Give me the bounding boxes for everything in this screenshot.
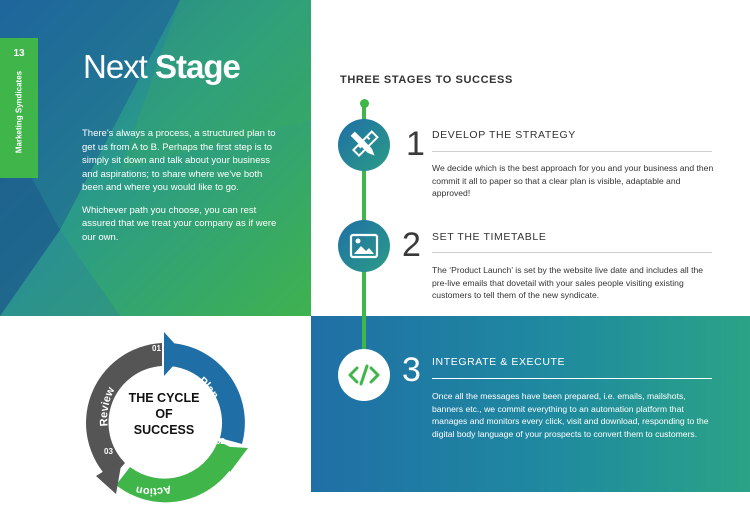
stage-3-number: 3	[402, 351, 421, 389]
page-title: Next Stage	[83, 48, 241, 86]
stage-1-description: We decide which is the best approach for…	[432, 163, 714, 198]
segment-number-02: 02	[216, 437, 225, 446]
cycle-segment-action	[116, 441, 240, 503]
code-icon	[348, 364, 380, 386]
cycle-segment-review	[86, 343, 162, 480]
segment-number-03: 03	[104, 447, 113, 456]
action-label: Action	[134, 483, 172, 498]
stage-1-rule	[432, 151, 712, 152]
action-arrow-head	[216, 446, 248, 472]
cycle-center-line1: THE CYCLE	[129, 391, 200, 405]
stages-title: THREE STAGES TO SUCCESS	[340, 74, 513, 86]
stage-3-description: Once all the messages have been prepared…	[432, 391, 709, 439]
intro-text: There's always a process, a structured p…	[82, 127, 282, 253]
image-icon	[349, 233, 379, 259]
review-arrow-head	[96, 460, 122, 494]
intro-paragraph-2: Whichever path you choose, you can rest …	[82, 204, 277, 243]
stage-2-number: 2	[402, 226, 421, 264]
stage-2-rule	[432, 252, 712, 253]
pencil-ruler-icon	[350, 130, 379, 158]
cycle-center-line2: OF	[155, 407, 173, 421]
side-tab	[0, 38, 38, 178]
svg-text:Action: Action	[134, 483, 172, 498]
cycle-segment-plan	[169, 343, 245, 444]
intro-paragraph-1: There's always a process, a structured p…	[82, 128, 276, 193]
stage-3-heading: INTEGRATE & EXECUTE	[432, 356, 566, 368]
title-bold: Stage	[155, 48, 241, 85]
stage-2-heading: SET THE TIMETABLE	[432, 231, 547, 243]
segment-number-01: 01	[152, 344, 161, 353]
background-facets	[0, 0, 311, 316]
section-label: Marketing Syndicates	[14, 70, 24, 154]
stage-2-circle	[338, 220, 390, 272]
stage-1-heading: DEVELOP THE STRATEGY	[432, 129, 576, 141]
stage-3-rule	[432, 378, 712, 379]
stage-3-panel	[311, 316, 750, 492]
cycle-diagram: Plan Action Review 01 02 03 THE CYCLE OF…	[86, 332, 248, 503]
intro-panel	[0, 0, 311, 316]
title-light: Next	[83, 48, 148, 85]
cycle-center-line3: SUCCESS	[134, 423, 194, 437]
stage-1-number: 1	[406, 125, 425, 163]
page-number: 13	[13, 48, 25, 59]
stage-3-circle	[338, 349, 390, 401]
stage-2-description: The ‘Product Launch’ is set by the websi…	[432, 265, 704, 300]
plan-arrow-head	[164, 332, 184, 376]
timeline-dot	[360, 99, 369, 108]
stage-1-circle	[338, 119, 390, 171]
